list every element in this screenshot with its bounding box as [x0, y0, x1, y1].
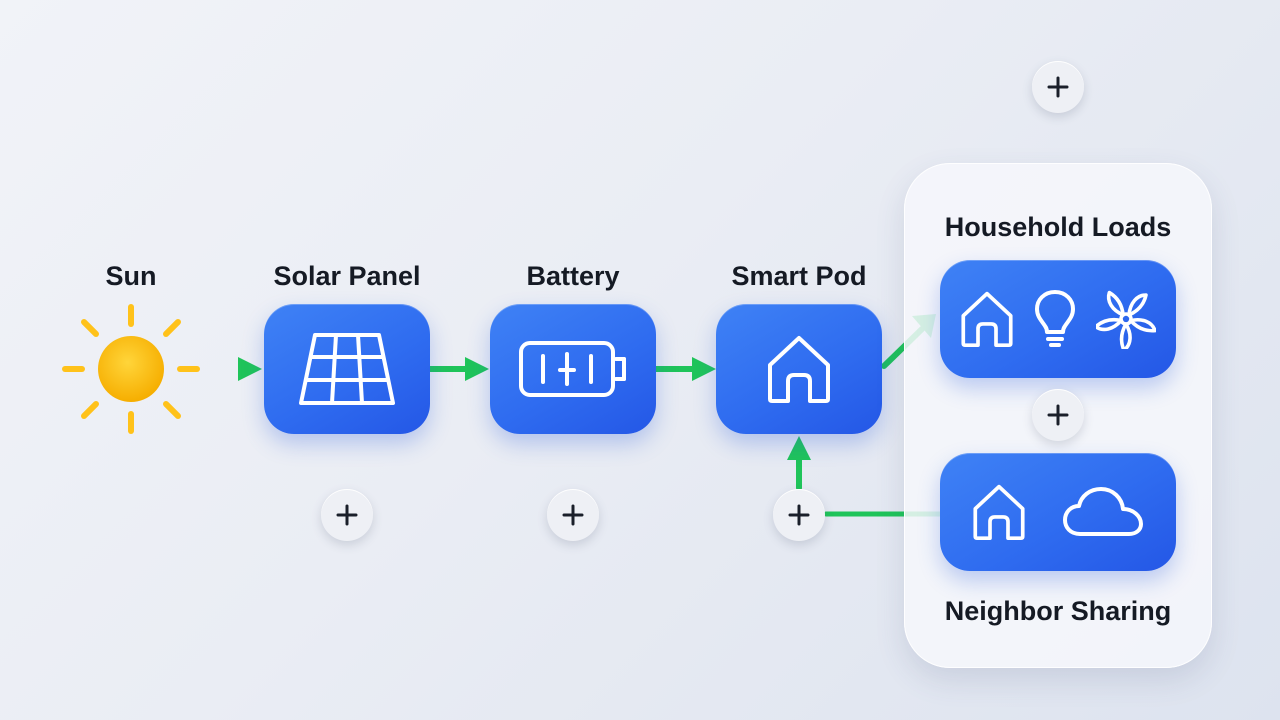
house-icon	[973, 484, 1025, 541]
sun-label: Sun	[105, 261, 157, 291]
cloud-icon	[1063, 487, 1143, 536]
battery-label: Battery	[526, 261, 620, 291]
add-button-top[interactable]	[1032, 61, 1084, 113]
add-button-group-middle[interactable]	[1032, 389, 1084, 441]
smart-pod-node[interactable]	[716, 304, 882, 434]
solar-panel-node[interactable]	[264, 304, 430, 434]
add-button-battery[interactable]	[547, 489, 599, 541]
plus-icon	[788, 504, 810, 526]
fan-icon	[1096, 290, 1156, 349]
arrow-solar-panel-to-battery	[421, 357, 489, 381]
lightbulb-icon	[1035, 290, 1075, 347]
solar-panel-label: Solar Panel	[273, 261, 421, 291]
plus-icon	[1047, 76, 1069, 98]
house-icon	[961, 291, 1013, 348]
smart-pod-label: Smart Pod	[731, 261, 867, 291]
neighbor-sharing-label: Neighbor Sharing	[944, 596, 1172, 626]
sun-icon	[62, 304, 200, 434]
plus-icon	[562, 504, 584, 526]
house-icon	[768, 336, 830, 403]
household-loads-node[interactable]	[940, 260, 1176, 378]
add-button-solar-panel[interactable]	[321, 489, 373, 541]
plus-icon	[336, 504, 358, 526]
solar-panel-icon	[299, 333, 395, 405]
household-loads-label: Household Loads	[944, 212, 1172, 242]
arrow-sun-to-solar-panel	[193, 357, 262, 381]
battery-node[interactable]	[490, 304, 656, 434]
plus-icon	[1047, 404, 1069, 426]
arrow-battery-to-smart-pod	[648, 357, 716, 381]
add-button-smart-pod[interactable]	[773, 489, 825, 541]
neighbor-sharing-node[interactable]	[940, 453, 1176, 571]
battery-icon	[519, 341, 626, 397]
